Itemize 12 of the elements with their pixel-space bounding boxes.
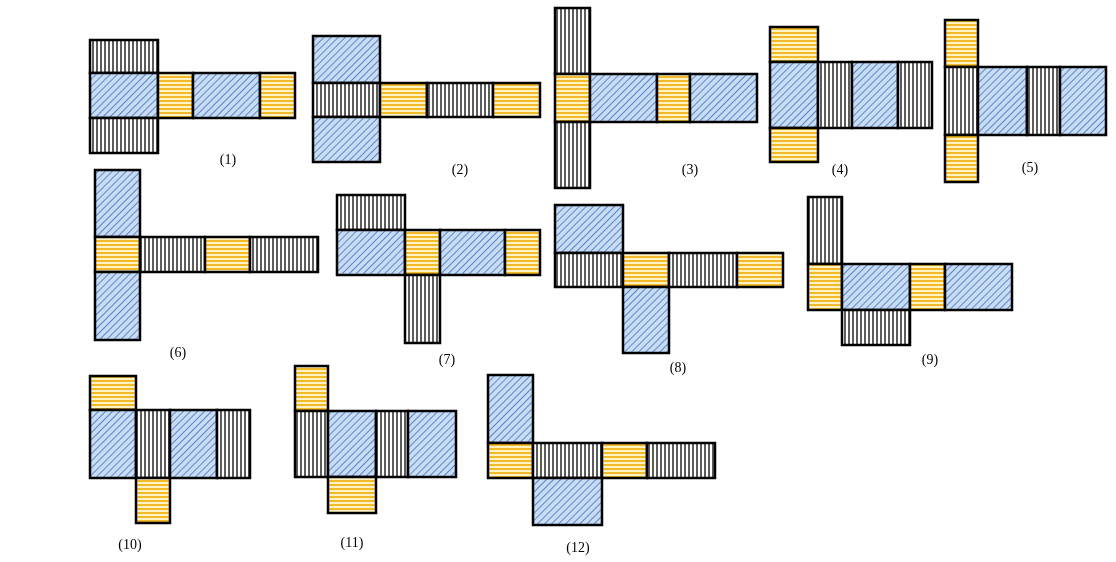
figure-number: (2) xyxy=(451,163,469,177)
figure-number: (11) xyxy=(340,536,364,550)
figure-number: (9) xyxy=(921,353,939,367)
figure-number: (6) xyxy=(169,346,187,360)
figure-number: (4) xyxy=(831,163,849,177)
figure-number: (8) xyxy=(669,361,687,375)
figure-number: (3) xyxy=(681,163,699,177)
figure-number: (10) xyxy=(118,538,142,552)
figure-number: (5) xyxy=(1021,161,1039,175)
figure-number: (12) xyxy=(566,541,590,555)
figure-number: (7) xyxy=(438,353,456,367)
figure-number: (1) xyxy=(219,153,237,167)
